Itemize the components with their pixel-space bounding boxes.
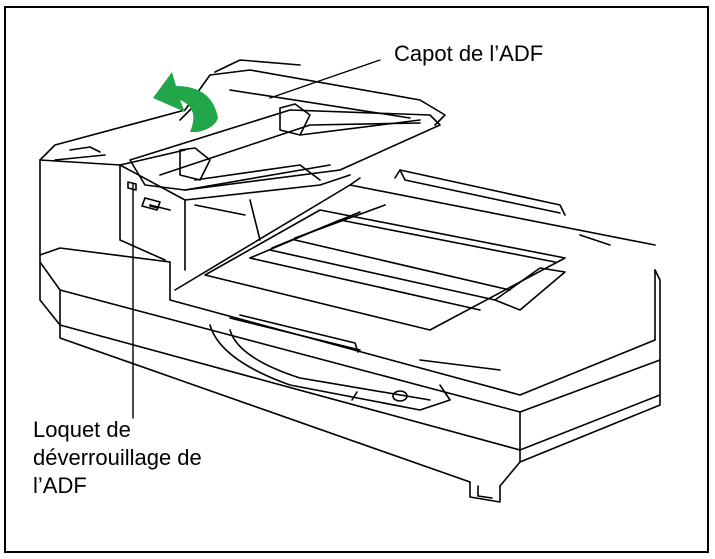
callout-adf-cover: Capot de l’ADF xyxy=(394,41,544,66)
green-open-arrow-icon xyxy=(153,72,218,132)
rear-handle xyxy=(394,169,566,216)
callout-latch-line-1: Loquet de xyxy=(33,417,131,442)
callout-latch-line-2: déverrouillage de xyxy=(33,445,202,470)
output-tray xyxy=(209,314,451,411)
callout-adf-release-latch: Loquet de déverrouillage de l’ADF xyxy=(33,416,293,500)
callout-line-cover xyxy=(269,59,381,99)
tray-knob xyxy=(392,390,408,402)
scanner-base xyxy=(39,247,661,503)
callout-latch-line-3: l’ADF xyxy=(33,473,87,498)
figure-frame xyxy=(4,6,709,553)
flatbed-glass xyxy=(174,177,656,371)
adf-unit xyxy=(39,59,446,271)
